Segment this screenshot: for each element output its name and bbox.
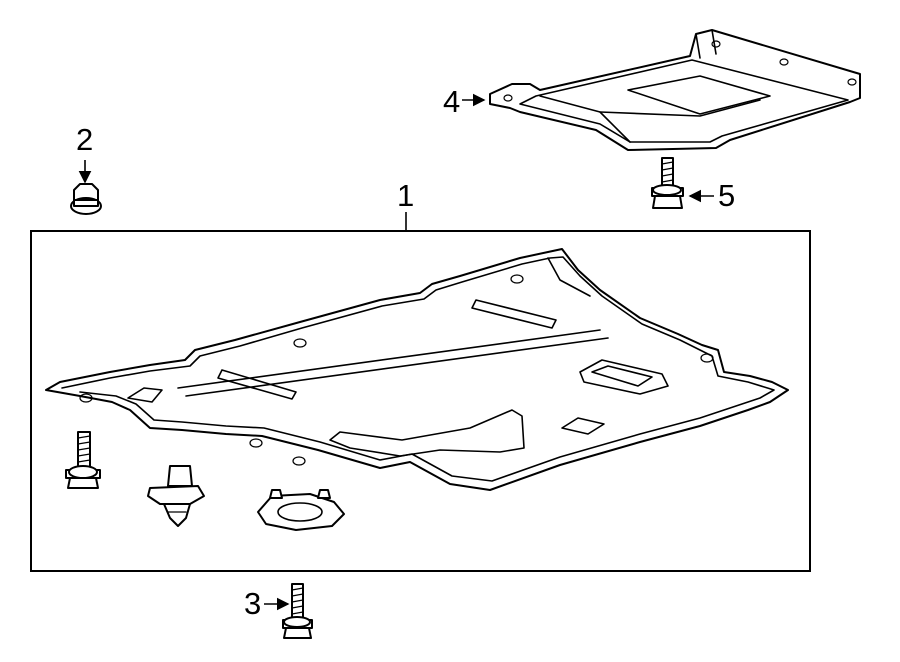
bolt-inside-box: [65, 431, 101, 489]
callout-5: 5: [718, 178, 735, 213]
splash-shield: [45, 248, 789, 491]
push-clip: [147, 465, 205, 527]
nut-icon: [70, 183, 102, 215]
bolt-icon: [651, 157, 684, 209]
retainer: [257, 489, 345, 531]
bolt-icon: [282, 583, 313, 639]
group-box: [30, 230, 811, 572]
callout-2: 2: [76, 122, 93, 157]
callout-4: 4: [443, 84, 460, 119]
callout-1: 1: [397, 178, 414, 213]
callout-3: 3: [244, 586, 261, 621]
upper-shield: [489, 29, 861, 151]
